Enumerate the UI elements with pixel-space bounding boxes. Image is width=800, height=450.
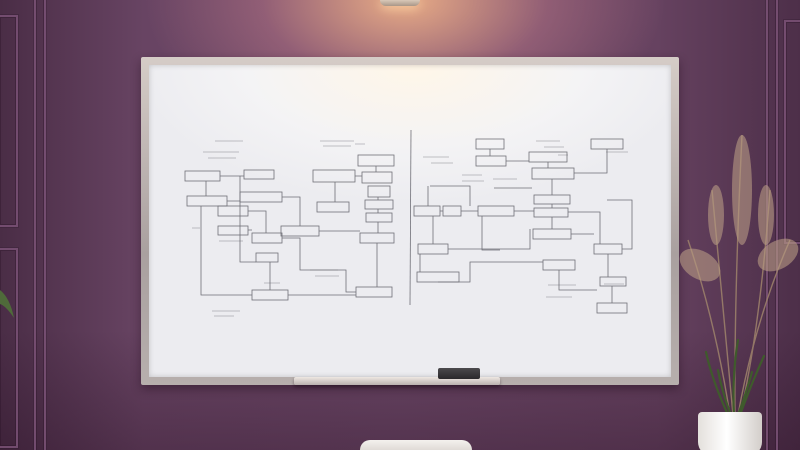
chair-back (360, 440, 472, 450)
white-planter (698, 412, 762, 450)
